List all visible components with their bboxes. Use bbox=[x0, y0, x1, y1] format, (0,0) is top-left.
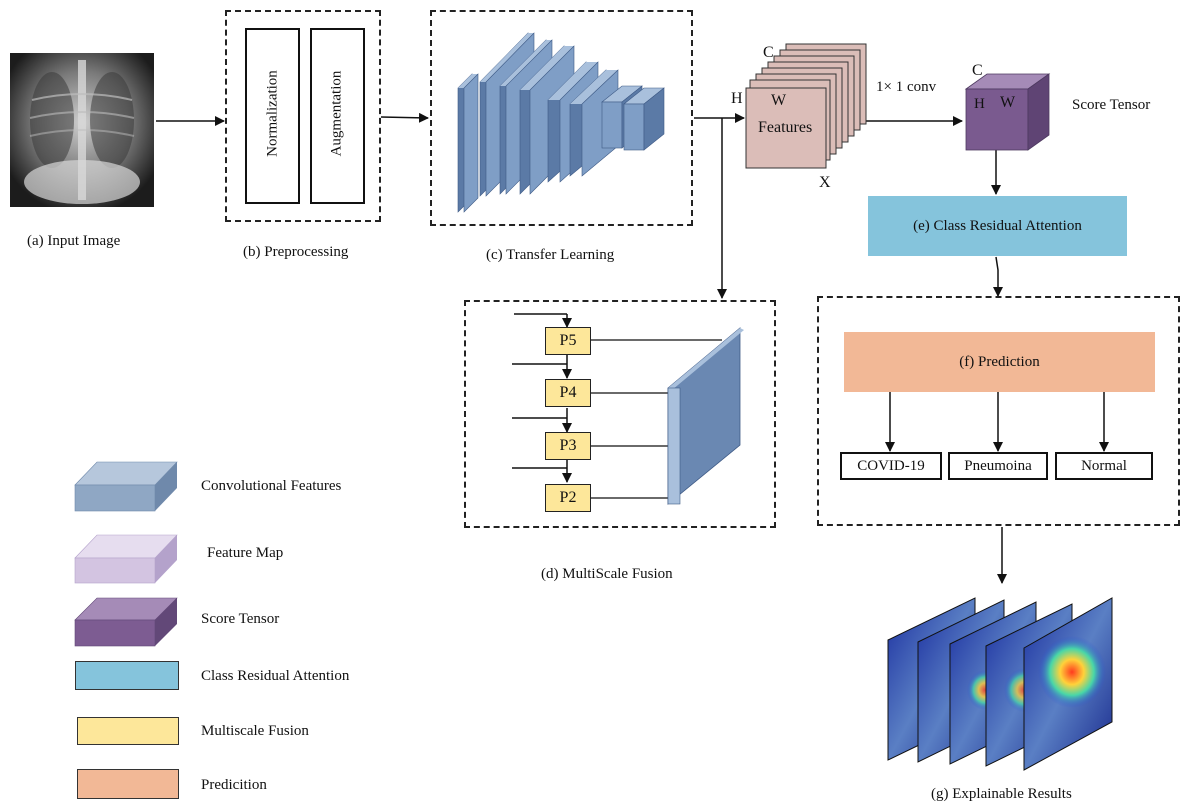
transfer-learning-box bbox=[430, 10, 693, 226]
multiscale-fusion-diagram bbox=[512, 313, 744, 505]
arrow-attention-to-prediction bbox=[993, 256, 1003, 297]
label-preprocessing: (b) Preprocessing bbox=[243, 244, 349, 260]
features-dim-h: H bbox=[731, 90, 743, 107]
legend-label-convolutional-features: Convolutional Features bbox=[201, 478, 342, 494]
legend-swatch-class-residual-attention bbox=[75, 661, 179, 690]
prediction-branches bbox=[885, 392, 1109, 452]
pyramid-level-p2: P2 bbox=[545, 484, 591, 512]
normalization-box bbox=[245, 28, 300, 204]
conv-label: 1× 1 conv bbox=[876, 79, 937, 95]
features-dim-w: W bbox=[771, 92, 787, 109]
multiscale-fusion-box bbox=[464, 300, 776, 528]
prediction-box: (f) Prediction bbox=[844, 332, 1155, 392]
label-transfer-learning: (c) Transfer Learning bbox=[486, 247, 615, 263]
augmentation-label: Augmentation bbox=[328, 70, 345, 157]
label-input-image: (a) Input Image bbox=[27, 233, 121, 249]
legend-label-prediction: Predicition bbox=[201, 777, 267, 793]
feature-stack bbox=[745, 43, 867, 169]
normalization-label: Normalization bbox=[264, 70, 281, 157]
prediction-label: (f) Prediction bbox=[959, 353, 1040, 370]
legend-swatch-multiscale-fusion bbox=[77, 717, 179, 745]
label-explainable-results: (g) Explainable Results bbox=[931, 786, 1072, 802]
score-tensor-label: Score Tensor bbox=[1072, 97, 1151, 113]
pyramid-level-p5: P5 bbox=[545, 327, 591, 355]
preprocessing-box bbox=[225, 10, 381, 222]
xray-input-image bbox=[10, 53, 154, 207]
score-dim-h: H bbox=[974, 96, 985, 112]
augmentation-box bbox=[310, 28, 365, 204]
legend-label-class-residual-attention: Class Residual Attention bbox=[201, 668, 350, 684]
pyramid-level-p3: P3 bbox=[545, 432, 591, 460]
features-dim-c: C bbox=[763, 44, 774, 61]
legend-label-feature-map: Feature Map bbox=[207, 545, 284, 561]
class-pneumonia: Pneumoina bbox=[948, 452, 1048, 480]
label-multiscale-fusion: (d) MultiScale Fusion bbox=[541, 566, 673, 582]
pyramid-level-p4: P4 bbox=[545, 379, 591, 407]
class-normal: Normal bbox=[1055, 452, 1153, 480]
legend-label-multiscale-fusion: Multiscale Fusion bbox=[201, 723, 309, 739]
prediction-container bbox=[817, 296, 1180, 526]
convolutional-layers bbox=[457, 32, 665, 213]
class-residual-attention-box: (e) Class Residual Attention bbox=[868, 196, 1127, 256]
class-residual-attention-label: (e) Class Residual Attention bbox=[913, 217, 1082, 234]
legend-swatch-prediction bbox=[77, 769, 179, 799]
legend-shapes bbox=[74, 461, 178, 647]
features-label: Features bbox=[758, 119, 813, 136]
class-covid-19: COVID-19 bbox=[840, 452, 942, 480]
explainable-heatmaps bbox=[887, 597, 1113, 771]
score-dim-c: C bbox=[972, 62, 983, 79]
features-dim-x: X bbox=[819, 174, 831, 191]
arrow-preprocessing-to-transfer bbox=[380, 112, 429, 123]
score-dim-w: W bbox=[1000, 94, 1016, 111]
legend-label-score-tensor: Score Tensor bbox=[201, 611, 280, 627]
score-tensor-cube bbox=[964, 73, 1051, 151]
